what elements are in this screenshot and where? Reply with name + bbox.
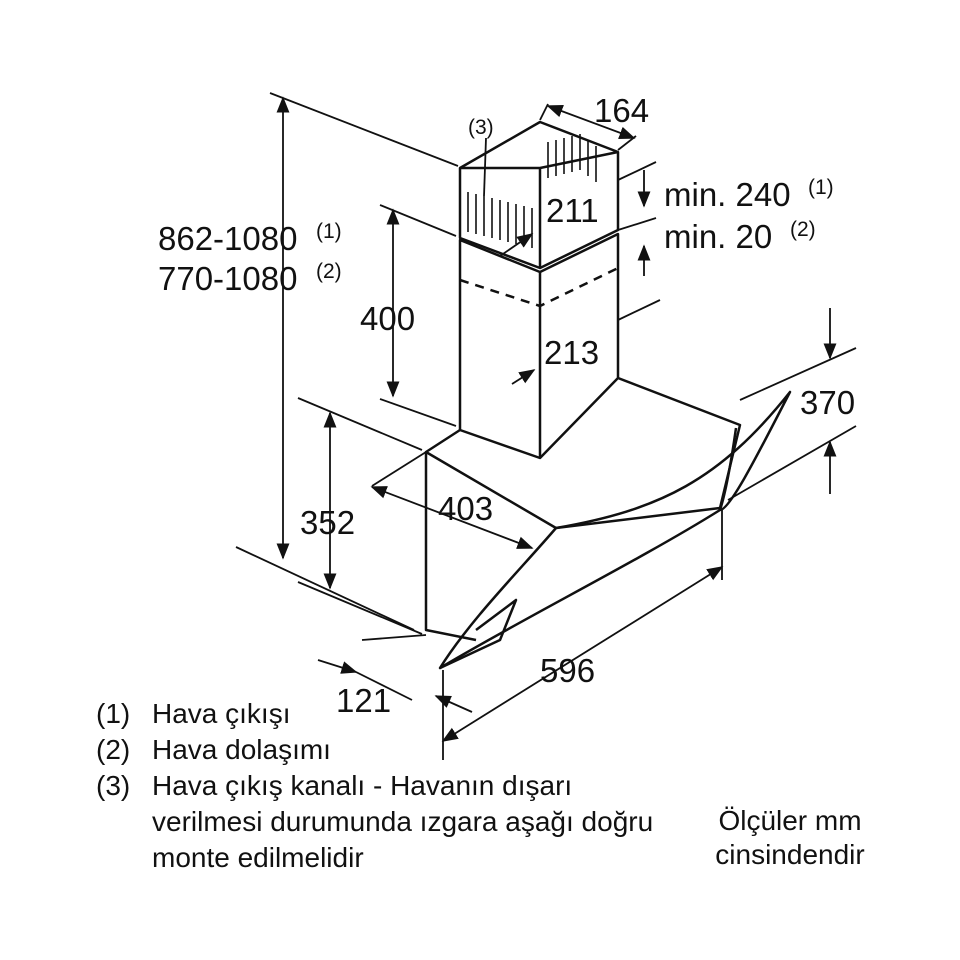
dimension-lines — [235, 92, 857, 760]
note-3-leader — [483, 137, 487, 197]
min-gap-ext-1 — [617, 161, 657, 181]
legend-item-2: (2) Hava dolaşımı — [96, 732, 716, 768]
label-352: 352 — [300, 504, 355, 541]
inner-width-arrow — [499, 233, 534, 257]
dimension-labels: 164 (3) 211 min. 240 (1) min. 20 (2) 862… — [158, 92, 855, 719]
legend-text: Hava dolaşımı — [152, 734, 331, 765]
label-213: 213 — [544, 334, 599, 371]
label-total-height-1: 862-1080 — [158, 220, 297, 257]
chimney-depth-line — [546, 105, 636, 139]
legend-num: (3) — [96, 770, 131, 801]
label-211: 211 — [546, 192, 599, 229]
legend-text: Hava çıkış kanalı - Havanın dışarı veril… — [152, 770, 654, 873]
total-width-line — [441, 566, 724, 742]
hood-body-front — [424, 452, 477, 642]
min-gap-ext-2 — [617, 217, 657, 231]
body-depth-ext — [371, 451, 427, 487]
lower-chimney-top-ext — [379, 204, 457, 237]
legend-num: (1) — [96, 698, 131, 729]
label-total-height-1-sup: (1) — [316, 220, 342, 243]
legend-item-3: (3) Hava çıkış kanalı - Havanın dışarı v… — [96, 768, 716, 876]
label-164: 164 — [594, 92, 649, 129]
label-121: 121 — [336, 682, 391, 719]
hood-body — [424, 376, 742, 530]
body-depth-line — [370, 486, 534, 549]
label-596: 596 — [540, 652, 595, 689]
chimney-depth-ext-2 — [617, 135, 637, 151]
legend-num: (2) — [96, 734, 131, 765]
label-total-height-2-sup: (2) — [316, 260, 342, 283]
units-note-line-2: cinsindendir — [715, 839, 865, 870]
legend-item-1: (1) Hava çıkışı — [96, 696, 716, 732]
glass-front-edge — [718, 427, 738, 511]
label-min-20: min. 20 — [664, 218, 772, 255]
label-403: 403 — [438, 490, 493, 527]
legend: (1) Hava çıkışı (2) Hava dolaşımı (3) Ha… — [96, 696, 716, 876]
min-gap-ext-3 — [617, 299, 661, 321]
front-offset-arrow-2 — [434, 695, 473, 713]
label-min-240: min. 240 — [664, 176, 791, 213]
front-offset-ext — [355, 671, 413, 701]
units-note-line-1: Ölçüler mm — [718, 805, 862, 836]
duct-vent-grille — [467, 134, 597, 248]
body-height-top-ext — [297, 397, 423, 451]
lower-chimney-bottom-ext — [379, 398, 457, 427]
upper-duct-edge — [460, 150, 619, 268]
total-height-top-ext — [269, 92, 459, 167]
label-total-height-2: 770-1080 — [158, 260, 297, 297]
front-offset-left-ext — [361, 634, 427, 641]
total-height-bottom-ext — [235, 546, 415, 631]
label-note-3: (3) — [468, 116, 494, 139]
label-min-240-sup: (1) — [808, 176, 834, 199]
glass-depth-top-ext — [739, 347, 857, 401]
label-370: 370 — [800, 384, 855, 421]
legend-text: Hava çıkışı — [152, 698, 291, 729]
body-height-bottom-ext — [297, 581, 423, 635]
overlap-dashed-line — [459, 266, 619, 308]
outer-width-arrow — [511, 369, 536, 385]
label-400: 400 — [360, 300, 415, 337]
front-offset-arrow-1 — [317, 659, 358, 674]
units-note: Ölçüler mm cinsindendir — [690, 804, 890, 872]
label-min-20-sup: (2) — [790, 218, 816, 241]
glass-depth-bottom-ext — [727, 425, 857, 501]
chimney-depth-ext-1 — [539, 103, 549, 121]
